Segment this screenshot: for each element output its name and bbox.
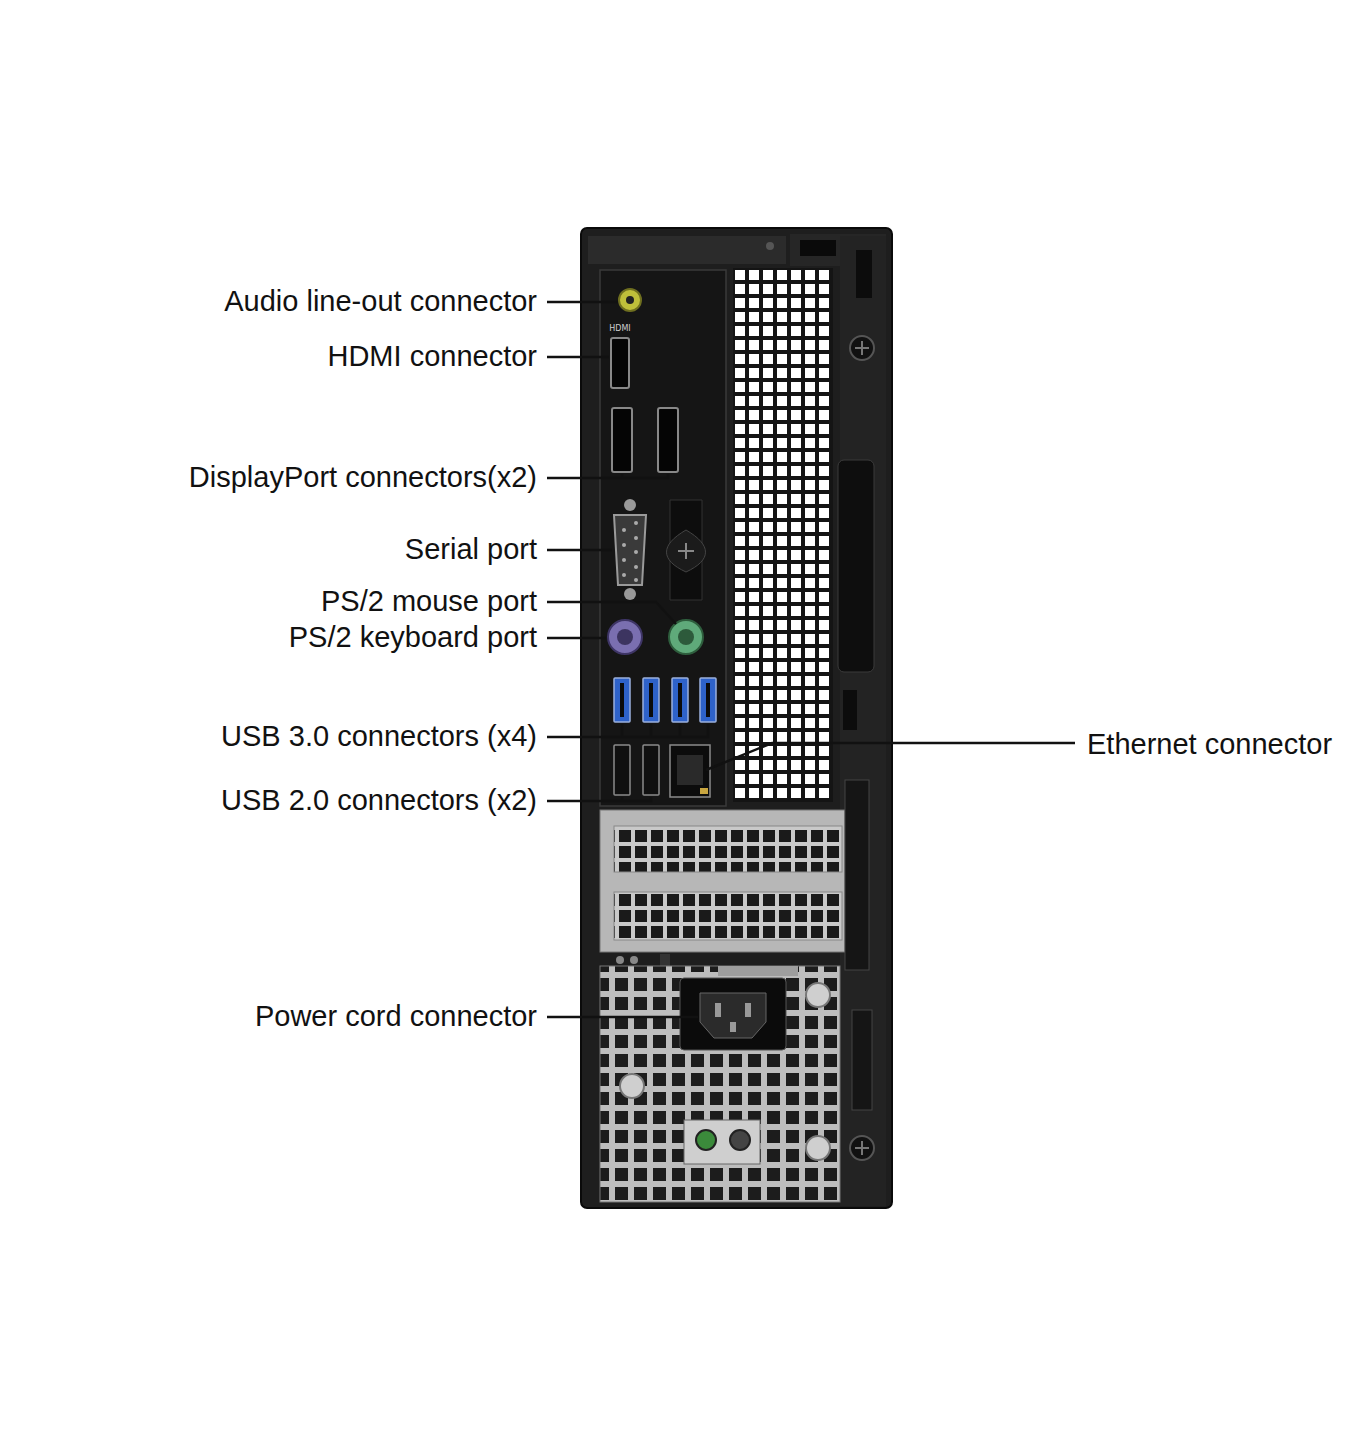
callout-label: DisplayPort connectors(x2) <box>189 461 537 494</box>
callout-label: Ethernet connector <box>1087 728 1332 761</box>
callout-label: USB 2.0 connectors (x2) <box>221 784 537 817</box>
callout-label: PS/2 keyboard port <box>289 621 537 654</box>
callout-label: HDMI connector <box>327 340 537 373</box>
callout-label: Power cord connector <box>255 1000 537 1033</box>
callout-label: PS/2 mouse port <box>321 585 537 618</box>
callout-label: USB 3.0 connectors (x4) <box>221 720 537 753</box>
callout-label: Serial port <box>405 533 537 566</box>
port-marking: HDMI <box>609 325 630 333</box>
callout-label: Audio line-out connector <box>224 285 537 318</box>
